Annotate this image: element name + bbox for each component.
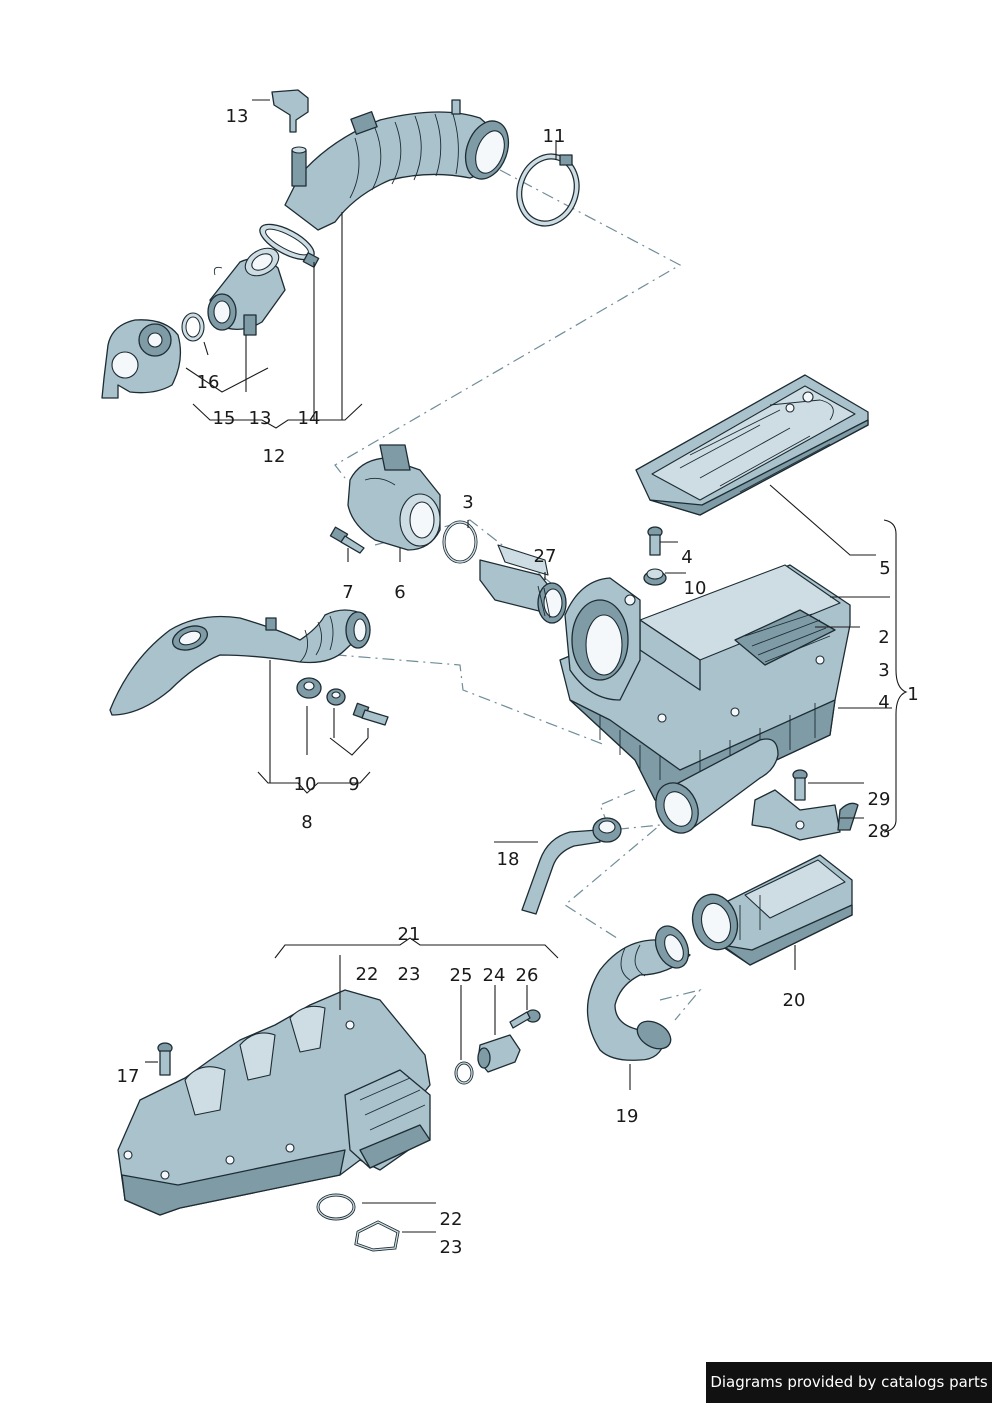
label-1: 1 bbox=[907, 684, 918, 705]
label-18: 18 bbox=[497, 849, 520, 870]
label-16: 16 bbox=[197, 372, 220, 393]
label-22-bottom: 22 bbox=[440, 1209, 463, 1230]
label-25: 25 bbox=[450, 965, 473, 986]
intake-pipe-8 bbox=[109, 609, 371, 716]
air-mass-meter-6 bbox=[347, 444, 441, 551]
sensor-24 bbox=[477, 1034, 521, 1073]
label-7: 7 bbox=[342, 582, 353, 603]
leader-lines bbox=[145, 99, 908, 1233]
bolt-26 bbox=[509, 1009, 541, 1029]
label-14: 14 bbox=[298, 408, 321, 429]
bolt-29 bbox=[792, 769, 808, 801]
label-12: 12 bbox=[263, 446, 286, 467]
label-19: 19 bbox=[616, 1106, 639, 1127]
bolts-9 bbox=[326, 688, 389, 726]
label-20: 20 bbox=[783, 990, 806, 1011]
label-13-group: 13 bbox=[249, 408, 272, 429]
intake-hose-12 bbox=[284, 99, 510, 231]
hose-18 bbox=[521, 817, 622, 915]
label-5: 5 bbox=[879, 558, 890, 579]
label-3-housing: 3 bbox=[878, 660, 889, 681]
bolt-17 bbox=[157, 1042, 173, 1076]
label-28: 28 bbox=[868, 821, 891, 842]
air-filter-housing-1 bbox=[559, 564, 851, 806]
seal-22-bottom bbox=[316, 1193, 356, 1221]
label-21: 21 bbox=[398, 924, 421, 945]
label-26: 26 bbox=[516, 965, 539, 986]
connecting-pipe-15 bbox=[207, 247, 286, 336]
label-10-pipe: 10 bbox=[294, 774, 317, 795]
hose-19 bbox=[586, 925, 691, 1061]
label-3-ring: 3 bbox=[462, 492, 473, 513]
label-29: 29 bbox=[868, 789, 891, 810]
label-23-bottom: 23 bbox=[440, 1237, 463, 1258]
air-duct-20 bbox=[691, 854, 853, 966]
filter-cover-5 bbox=[635, 374, 869, 516]
label-6: 6 bbox=[394, 582, 405, 603]
label-27: 27 bbox=[534, 546, 557, 567]
part-labels: 13 11 16 15 13 14 12 3 27 4 10 5 7 6 2 3… bbox=[117, 106, 919, 1258]
label-4-housing: 4 bbox=[878, 692, 889, 713]
label-4-top: 4 bbox=[681, 547, 692, 568]
label-9: 9 bbox=[348, 774, 359, 795]
label-23-top: 23 bbox=[398, 964, 421, 985]
label-17: 17 bbox=[117, 1066, 140, 1087]
label-22-top: 22 bbox=[356, 964, 379, 985]
bracket-28 bbox=[751, 789, 859, 841]
intake-manifold-21 bbox=[117, 989, 431, 1216]
label-8: 8 bbox=[301, 812, 312, 833]
gasket-23-bottom bbox=[354, 1220, 400, 1252]
grommet-10-left bbox=[296, 677, 322, 699]
clamp-11 bbox=[516, 153, 580, 227]
o-ring-25 bbox=[454, 1061, 474, 1085]
tube-27 bbox=[479, 544, 567, 624]
label-15: 15 bbox=[213, 408, 236, 429]
o-ring-3 bbox=[442, 520, 478, 564]
label-10-top: 10 bbox=[684, 578, 707, 599]
label-2: 2 bbox=[878, 627, 889, 648]
o-ring-16 bbox=[181, 312, 205, 342]
bolt-7 bbox=[329, 526, 365, 554]
credit-banner: Diagrams provided by catalogs parts bbox=[706, 1362, 992, 1403]
screw-4-top bbox=[643, 526, 667, 586]
clamp-14 bbox=[259, 223, 320, 268]
label-11: 11 bbox=[543, 126, 566, 147]
label-24: 24 bbox=[483, 965, 506, 986]
label-13-top: 13 bbox=[226, 106, 249, 127]
turbocharger-part bbox=[101, 319, 182, 399]
sensor-13-top bbox=[271, 89, 309, 187]
housing-outlet-pipe bbox=[655, 738, 779, 834]
